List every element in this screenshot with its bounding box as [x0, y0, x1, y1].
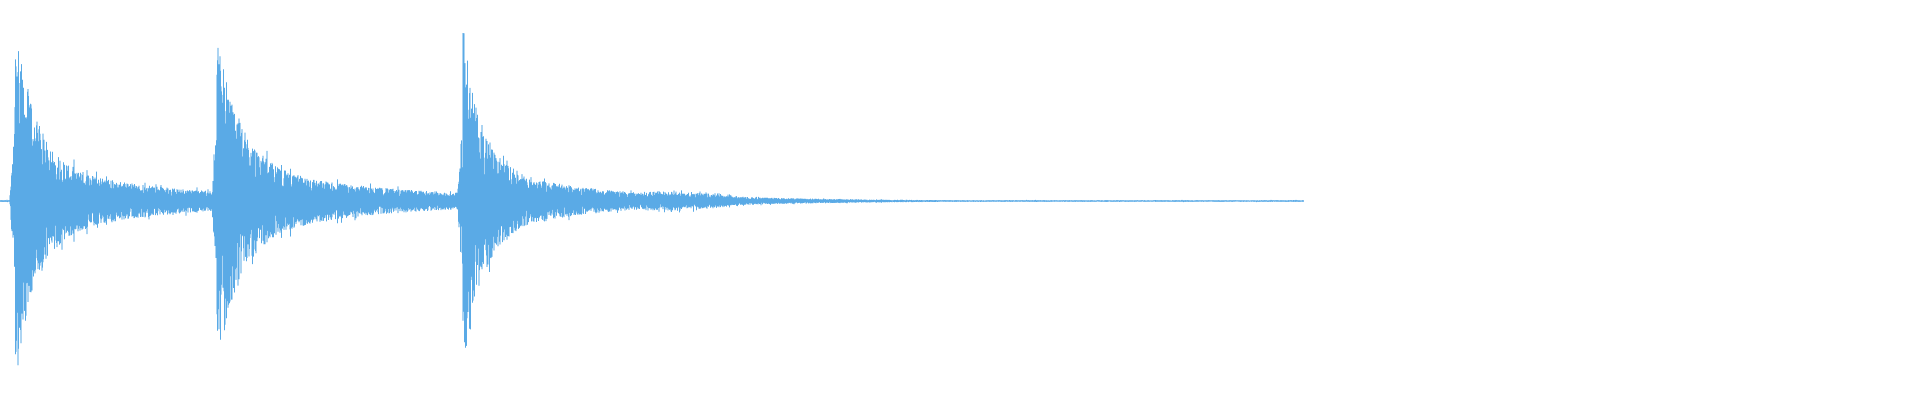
waveform-lines [0, 33, 1304, 366]
waveform-path [0, 33, 1304, 366]
